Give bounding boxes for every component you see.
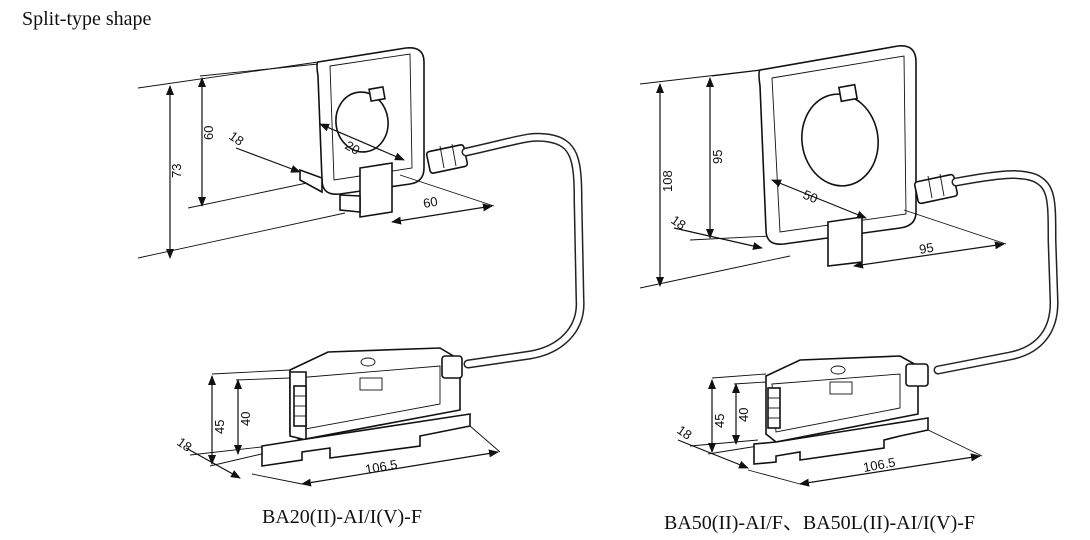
left-module-dim-18: 18	[174, 434, 194, 455]
left-cable	[461, 132, 585, 369]
right-model-caption: BA50(II)-AI/F、BA50L(II)-AI/I(V)-F	[664, 512, 976, 534]
right-module-dim-45: 45	[712, 414, 727, 428]
left-connector	[425, 143, 469, 174]
right-sensor-body	[758, 45, 917, 267]
left-dim-18: 18	[226, 128, 246, 149]
right-module-drawing: 45 40 18 106.5	[674, 355, 983, 487]
right-module-dim-40: 40	[736, 408, 751, 422]
left-dim-60: 60	[201, 126, 216, 140]
left-module-dim-45: 45	[212, 420, 227, 434]
left-sensor-drawing: 73 60 18 20 60	[137, 46, 495, 259]
page-title: Split-type shape	[22, 8, 152, 30]
left-sensor-body	[299, 46, 425, 218]
left-dim-73: 73	[169, 164, 184, 178]
right-dim-95: 95	[710, 150, 725, 164]
left-dim-20-line	[319, 123, 405, 161]
right-module-dim-length: 106.5	[862, 455, 897, 475]
right-module-dim-18: 18	[674, 422, 694, 443]
left-module-drawing: 45 40 18 106.5	[174, 347, 501, 487]
right-dim-108: 108	[660, 170, 675, 192]
left-dim-18-line	[235, 147, 301, 173]
right-dim-50: 50	[801, 187, 820, 206]
left-dim-60w-line	[391, 203, 493, 225]
left-module-dim-length: 106.5	[364, 457, 399, 477]
left-dim-20: 20	[343, 138, 363, 158]
left-model-caption: BA20(II)-AI/I(V)-F	[262, 506, 422, 528]
left-dim-60w: 60	[422, 194, 439, 211]
right-connector	[913, 173, 959, 205]
left-module-dim-40: 40	[238, 412, 253, 426]
right-dim-18: 18	[668, 212, 688, 233]
right-sensor-drawing: 108 95 18 50 95	[639, 45, 1007, 289]
left-module-body	[261, 347, 471, 467]
right-module-body	[753, 355, 929, 465]
right-cable	[933, 170, 1059, 375]
right-dim-95w: 95	[918, 240, 935, 257]
